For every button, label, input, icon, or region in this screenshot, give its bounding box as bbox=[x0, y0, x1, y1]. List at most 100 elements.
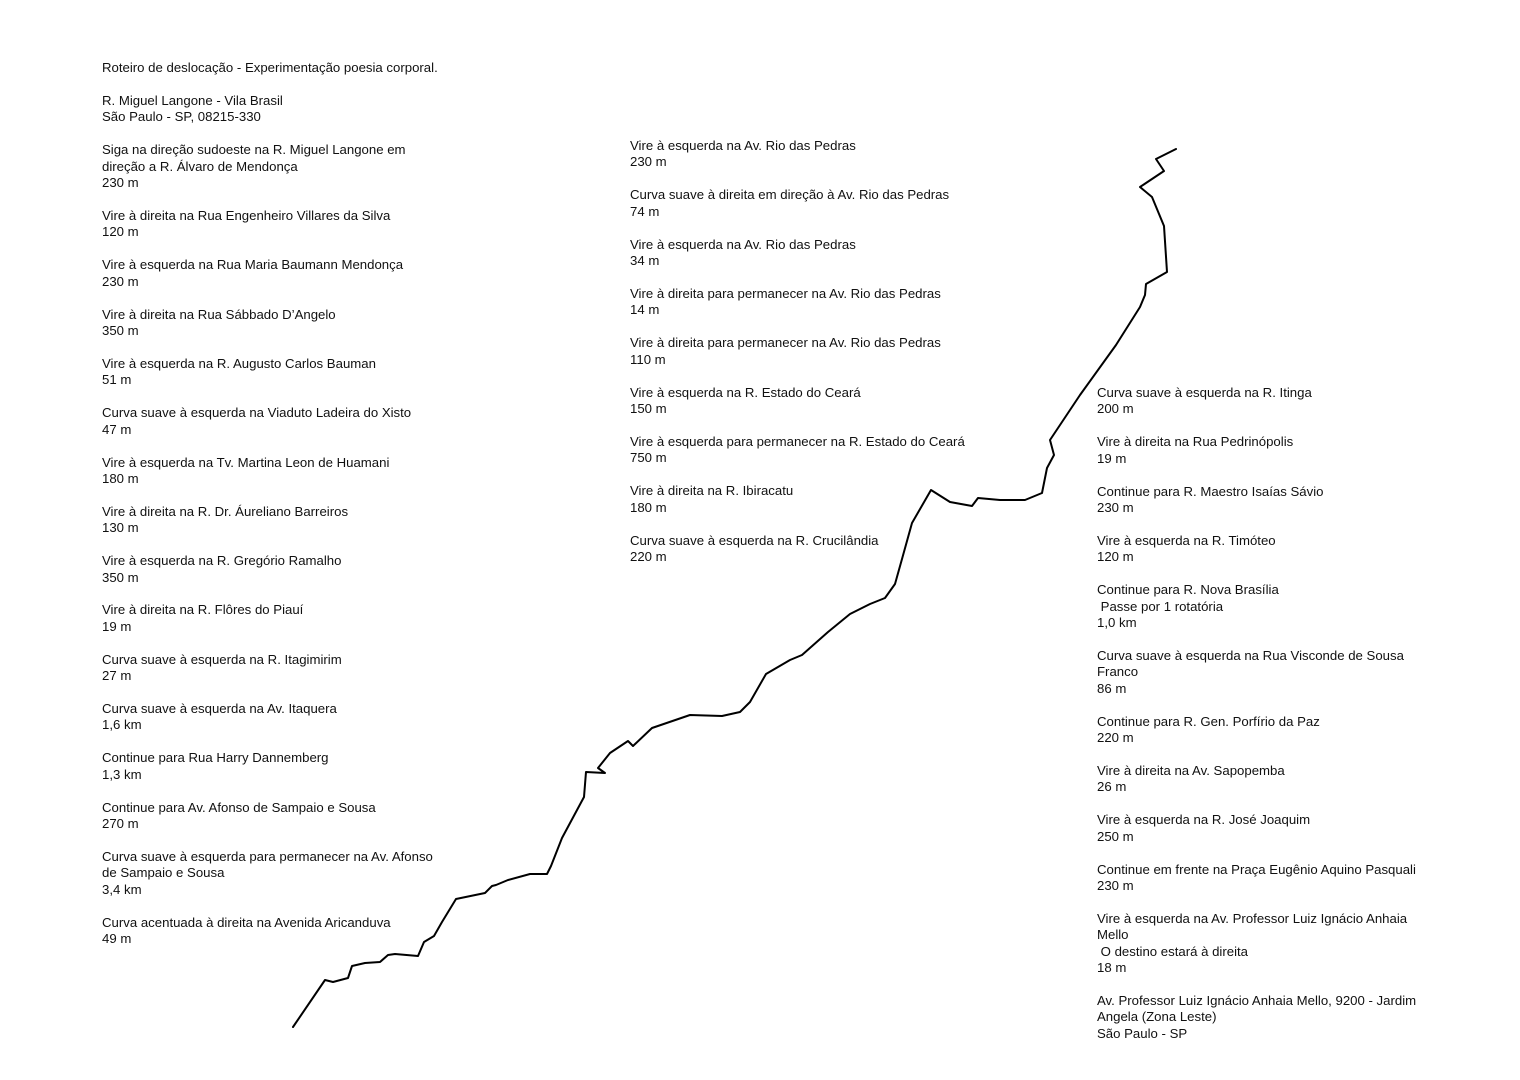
step-distance: 19 m bbox=[1097, 450, 1127, 466]
step-instruction: Curva suave à esquerda para permanecer n… bbox=[102, 849, 433, 881]
direction-step: Curva suave à esquerda na Rua Visconde d… bbox=[1097, 648, 1437, 697]
step-instruction: Vire à direita na R. Ibiracatu bbox=[630, 483, 794, 499]
direction-step: Curva suave à esquerda para permanecer n… bbox=[102, 849, 452, 898]
step-instruction: Continue para R. Gen. Porfírio da Paz bbox=[1097, 713, 1320, 729]
step-instruction: Vire à direita na R. Dr. Áureliano Barre… bbox=[102, 503, 349, 519]
step-distance: 180 m bbox=[102, 470, 139, 486]
step-distance: 220 m bbox=[630, 548, 667, 564]
step-distance: 1,3 km bbox=[102, 766, 142, 782]
step-distance: 1,6 km bbox=[102, 717, 142, 733]
step-instruction: Vire à direita para permanecer na Av. Ri… bbox=[630, 285, 941, 301]
direction-step: Curva suave à direita em direção à Av. R… bbox=[630, 187, 990, 220]
direction-step: Curva suave à esquerda na Viaduto Ladeir… bbox=[102, 405, 452, 438]
step-instruction: Vire à direita na Av. Sapopemba bbox=[1097, 763, 1285, 778]
step-instruction: Vire à esquerda na Rua Maria Baumann Men… bbox=[102, 257, 404, 273]
step-distance: 120 m bbox=[1097, 549, 1134, 565]
step-instruction: Continue para Av. Afonso de Sampaio e So… bbox=[102, 799, 376, 815]
step-instruction: Vire à direita na R. Flôres do Piauí bbox=[102, 602, 304, 618]
route-path bbox=[292, 148, 1177, 1028]
document-title: Roteiro de deslocação - Experimentação p… bbox=[102, 60, 438, 75]
step-instruction: Curva suave à esquerda na Av. Itaquera bbox=[102, 701, 337, 717]
direction-step: Continue para R. Nova Brasília Passe por… bbox=[1097, 582, 1437, 631]
step-instruction: Siga na direção sudoeste na R. Miguel La… bbox=[102, 142, 406, 174]
direction-step: Curva suave à esquerda na R. Crucilândia… bbox=[630, 533, 990, 566]
direction-step: Vire à esquerda na R. Augusto Carlos Bau… bbox=[102, 356, 452, 389]
direction-step: Vire à direita na R. Dr. Áureliano Barre… bbox=[102, 504, 452, 537]
step-distance: 150 m bbox=[630, 400, 667, 416]
step-distance: 27 m bbox=[102, 668, 132, 684]
step-distance: 86 m bbox=[1097, 680, 1127, 696]
step-instruction: Vire à esquerda na R. Gregório Ramalho bbox=[102, 553, 342, 569]
step-instruction: Continue em frente na Praça Eugênio Aqui… bbox=[1097, 861, 1416, 877]
direction-step: Vire à esquerda na Tv. Martina Leon de H… bbox=[102, 455, 452, 488]
directions-column-1: Roteiro de deslocação - Experimentação p… bbox=[102, 60, 452, 964]
step-instruction: Curva suave à esquerda na R. Itagimirim bbox=[102, 651, 342, 667]
step-distance: 350 m bbox=[102, 569, 139, 585]
direction-step: Vire à esquerda na Av. Professor Luiz Ig… bbox=[1097, 911, 1437, 977]
step-instruction: Curva suave à esquerda na Viaduto Ladeir… bbox=[102, 405, 412, 421]
step-distance: 230 m bbox=[102, 175, 139, 191]
step-distance: 220 m bbox=[1097, 730, 1134, 746]
step-distance: 18 m bbox=[1097, 960, 1127, 976]
step-distance: 51 m bbox=[102, 372, 132, 388]
step-instruction: Vire à esquerda na Tv. Martina Leon de H… bbox=[102, 454, 390, 470]
step-distance: 110 m bbox=[630, 351, 666, 367]
destination-address: Av. Professor Luiz Ignácio Anhaia Mello,… bbox=[1097, 993, 1437, 1042]
step-instruction: Continue para Rua Harry Dannemberg bbox=[102, 750, 329, 766]
step-distance: 270 m bbox=[102, 816, 139, 832]
step-distance: 14 m bbox=[630, 302, 660, 318]
step-distance: 230 m bbox=[1097, 500, 1134, 516]
step-distance: 130 m bbox=[102, 520, 139, 536]
origin-address: R. Miguel Langone - Vila Brasil São Paul… bbox=[102, 93, 452, 126]
step-instruction: Vire à esquerda na R. Timóteo bbox=[1097, 532, 1276, 548]
step-distance: 180 m bbox=[630, 499, 667, 515]
direction-step: Continue em frente na Praça Eugênio Aqui… bbox=[1097, 862, 1437, 895]
step-instruction: Vire à direita na Rua Sábbado D’Angelo bbox=[102, 306, 336, 322]
step-instruction: Vire à esquerda na R. Augusto Carlos Bau… bbox=[102, 355, 376, 371]
origin-city: São Paulo - SP, 08215-330 bbox=[102, 109, 261, 125]
step-distance: 350 m bbox=[102, 322, 139, 338]
step-instruction: Continue para R. Nova Brasília Passe por… bbox=[1097, 582, 1279, 614]
direction-step: Vire à direita na Rua Engenheiro Villare… bbox=[102, 208, 452, 241]
step-distance: 26 m bbox=[1097, 779, 1127, 795]
document-title-block: Roteiro de deslocação - Experimentação p… bbox=[102, 60, 452, 76]
step-distance: 200 m bbox=[1097, 401, 1134, 417]
step-instruction: Vire à direita na Rua Engenheiro Villare… bbox=[102, 207, 391, 223]
direction-step: Vire à direita para permanecer na Av. Ri… bbox=[630, 286, 990, 319]
step-instruction: Vire à esquerda na Av. Rio das Pedras bbox=[630, 138, 856, 153]
step-instruction: Vire à esquerda na Av. Rio das Pedras bbox=[630, 236, 856, 252]
step-instruction: Curva acentuada à direita na Avenida Ari… bbox=[102, 914, 391, 930]
step-instruction: Vire à esquerda na R. Estado do Ceará bbox=[630, 384, 861, 400]
step-distance: 120 m bbox=[102, 224, 139, 240]
step-instruction: Vire à esquerda na Av. Professor Luiz Ig… bbox=[1097, 910, 1408, 959]
direction-step: Siga na direção sudoeste na R. Miguel La… bbox=[102, 142, 452, 191]
destination-text: Av. Professor Luiz Ignácio Anhaia Mello,… bbox=[1097, 993, 1417, 1041]
step-distance: 49 m bbox=[102, 931, 132, 947]
origin-street: R. Miguel Langone - Vila Brasil bbox=[102, 92, 283, 108]
step-distance: 250 m bbox=[1097, 828, 1134, 844]
step-distance: 3,4 km bbox=[102, 881, 142, 897]
step-instruction: Curva suave à esquerda na R. Itinga bbox=[1097, 385, 1312, 400]
step-instruction: Vire à direita na Rua Pedrinópolis bbox=[1097, 434, 1294, 450]
step-distance: 230 m bbox=[1097, 878, 1134, 894]
direction-step: Continue para Av. Afonso de Sampaio e So… bbox=[102, 800, 452, 833]
direction-step: Vire à esquerda na Rua Maria Baumann Men… bbox=[102, 257, 452, 290]
